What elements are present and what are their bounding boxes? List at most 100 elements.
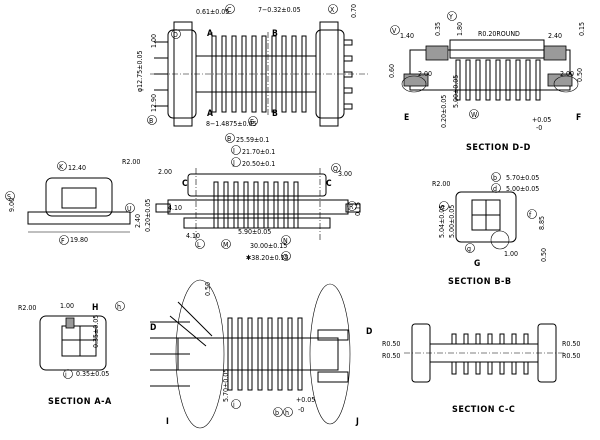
dim-2-00-right: 2.00	[560, 70, 574, 78]
dim-0-35-h: 0.35±0.05	[76, 370, 109, 378]
top-view: A A B B 0.61±0.05 7−0.32±0.05 0.70 1.00 …	[136, 4, 368, 128]
bottom-view: 0.50 5.70±0.05 +0.05 -0 D D I J i b h	[150, 279, 372, 429]
marker-f: F	[61, 237, 65, 245]
dim-5-90: 5.90±0.05	[238, 228, 271, 236]
marker-e: e	[441, 203, 445, 211]
marker-h: h	[117, 303, 121, 311]
marker-i: i	[233, 401, 235, 409]
dim-tol-plus: +0.05	[532, 116, 551, 124]
dim-25-59: 25.59±0.1	[236, 136, 269, 144]
marker-i: i	[65, 371, 67, 379]
section-aa-title: SECTION A-A	[48, 397, 112, 407]
marker-e: E	[250, 118, 254, 126]
dim-5-00-v: 5.00±0.05	[448, 205, 456, 238]
section-c-right: C	[326, 179, 332, 189]
dim-21-70: 21.70±0.1	[242, 148, 275, 156]
dim-0-35-v: 0.35±0.05	[92, 315, 100, 348]
marker-v: V	[392, 27, 397, 35]
dim-19-80: 19.80	[70, 236, 88, 244]
label-j: J	[355, 417, 359, 427]
dim-0-70: 0.70	[350, 4, 358, 18]
section-cc: R0.50 R0.50 R0.50 R0.50 SECTION C-C	[382, 323, 580, 415]
dim-r0-50-a: R0.50	[382, 340, 400, 348]
section-dd: 1.40 0.35 1.80 R0.20ROUND 2.40 0.15 0.60…	[388, 11, 586, 153]
section-b-bottom: B	[272, 109, 278, 119]
marker-u: U	[127, 205, 132, 213]
dim-12-90: 12.90	[150, 94, 158, 112]
marker-s: S	[7, 193, 11, 201]
section-dd-title: SECTION D-D	[466, 143, 531, 153]
label-d-right: D	[366, 327, 372, 337]
dim-tol-zero: -0	[536, 124, 542, 132]
label-g: G	[474, 259, 480, 269]
dim-1-40: 1.40	[400, 32, 414, 40]
label-f: F	[576, 113, 581, 123]
marker-b: B	[149, 117, 153, 125]
label-h: H	[92, 303, 98, 313]
dim-30-00: 30.00±0.15	[250, 242, 287, 250]
marker-r: R	[349, 203, 354, 211]
dim-5-00: 5.00±0.05	[452, 75, 460, 108]
marker-g: g	[467, 245, 471, 253]
marker-c: C	[227, 6, 232, 14]
dim-3-00: 3.00	[338, 170, 352, 178]
dim-5-04: 5.04±0.05	[438, 205, 446, 238]
dim-9-00: 9.00	[8, 198, 16, 212]
marker-b: B	[227, 135, 231, 143]
marker-l: L	[197, 241, 201, 249]
dim-5-70: 5.70±0.05	[222, 369, 230, 402]
marker-m: M	[223, 241, 228, 249]
label-i: I	[166, 417, 169, 427]
marker-i: I	[233, 147, 235, 155]
marker-x: X	[330, 6, 335, 14]
marker-w: W	[471, 111, 478, 119]
marker-k: K	[59, 163, 64, 171]
section-bb: R2.00 5.70±0.05 5.00±0.05 5.04±0.05 5.00…	[432, 172, 548, 287]
dim-20-50: 20.50±0.1	[242, 160, 275, 168]
side-view: 12.40 R2.00 9.00 2.40 19.80 S K U F	[5, 158, 142, 245]
marker-b: b	[275, 409, 279, 417]
section-bb-title: SECTION B-B	[448, 277, 512, 287]
dim-0-15: 0.15	[354, 202, 362, 216]
dim-r0-50-c: R0.50	[562, 340, 580, 348]
dim-12-40: 12.40	[68, 164, 86, 172]
section-a-bottom: A	[207, 109, 213, 119]
dim-phi-12-75: φ12.75±0.05	[136, 51, 144, 92]
dim-r2-00: R2.00	[432, 180, 450, 188]
dim-1-00: 1.00	[504, 250, 518, 258]
dim-1-00: 1.00	[150, 34, 158, 48]
marker-j: J	[232, 159, 235, 167]
marker-f: f	[529, 211, 532, 219]
dim-0-50: 0.50	[540, 248, 548, 262]
label-e: E	[404, 113, 409, 123]
section-aa: R2.00 1.00 0.35±0.05 0.35±0.05 H h i SEC…	[18, 301, 125, 407]
dim-1-00: 1.00	[60, 302, 74, 310]
dim-0-50: 0.50	[576, 68, 584, 82]
dim-8-85: 8.85	[538, 216, 546, 230]
dim-7-0-32: 7−0.32±0.05	[258, 6, 301, 14]
marker-b: b	[493, 174, 497, 182]
dim-tol-zero: -0	[298, 406, 304, 414]
dim-5-70: 5.70±0.05	[506, 174, 539, 182]
marker-o: O	[283, 253, 288, 261]
marker-d: D	[173, 31, 178, 39]
dim-0-50: 0.50	[204, 282, 212, 296]
dim-2-00: 2.00	[158, 168, 172, 176]
marker-d: d	[493, 185, 497, 193]
dim-0-20: 0.20±0.05	[440, 95, 448, 128]
dim-0-20: 0.20±0.05	[144, 199, 152, 232]
dim-4-10-b: 4.10	[186, 232, 200, 240]
dim-tol-plus: +0.05	[296, 396, 315, 404]
section-a-top: A	[207, 29, 213, 39]
dim-0-60: 0.60	[388, 64, 396, 78]
marker-h: h	[285, 409, 289, 417]
dim-1-80: 1.80	[456, 22, 464, 36]
section-b-top: B	[272, 29, 278, 39]
section-c-left: C	[182, 179, 188, 189]
dim-5-00: 5.00±0.05	[506, 185, 539, 193]
front-view: C C 25.59±0.1 21.70±0.1 20.50±0.1 2.00 3…	[144, 133, 362, 262]
dim-2-00-left: 2.00	[418, 70, 432, 78]
marker-n: N	[283, 237, 288, 245]
dim-r2-00: R2.00	[18, 304, 36, 312]
dim-0-61: 0.61±0.05	[196, 8, 229, 16]
